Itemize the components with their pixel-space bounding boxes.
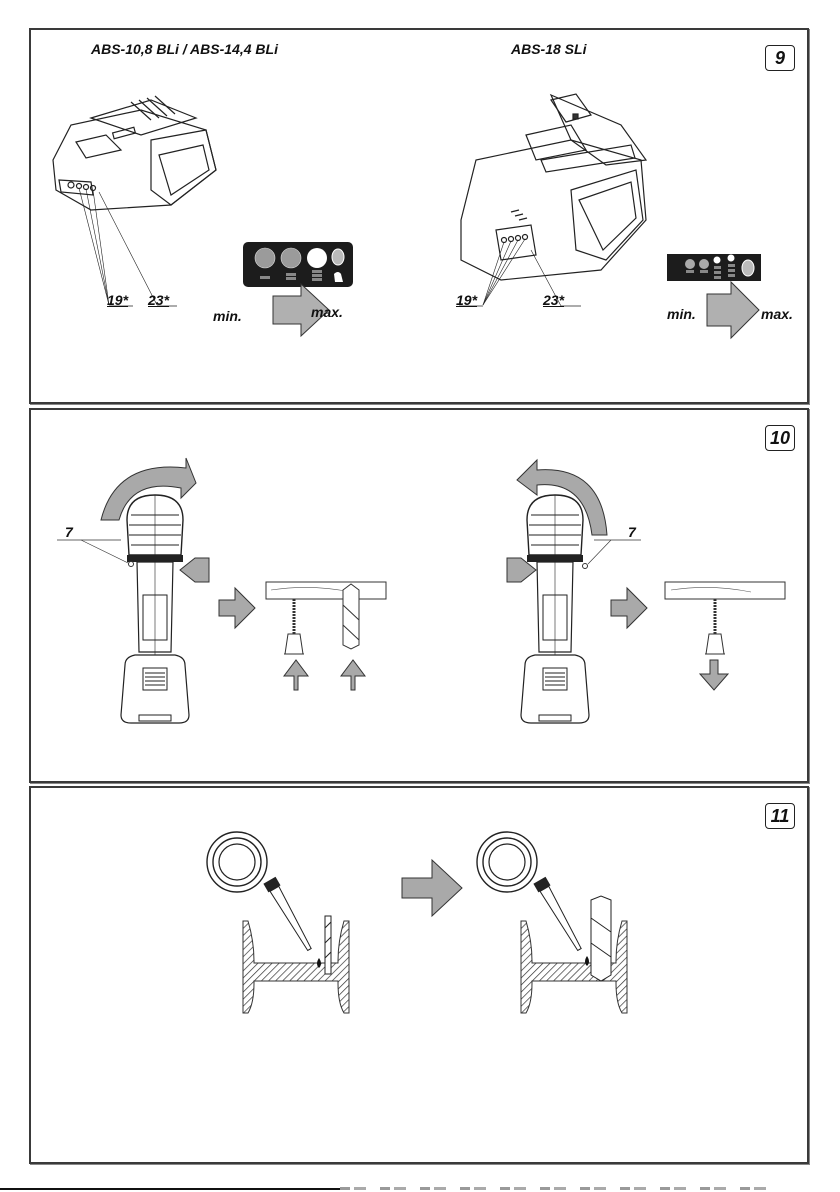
charge-indicator-panel-icon: [667, 254, 761, 281]
drill-icon: [520, 494, 590, 724]
figure-10-panel: 10: [29, 408, 809, 783]
battery-pack-icon: [459, 93, 648, 307]
wood-board-icon: [265, 581, 387, 600]
min-label-left: min.: [213, 308, 242, 324]
arrow-right-icon: [218, 586, 256, 630]
figure-number: 10: [765, 425, 795, 451]
oil-drop: [585, 956, 589, 966]
model-label-left: ABS-10,8 BLi / ABS-14,4 BLi: [91, 41, 278, 57]
footer-rule: [0, 1188, 340, 1190]
rotation-clockwise-icon: [100, 457, 197, 521]
callout-19-right: 19*: [456, 292, 478, 308]
callout-19-left: 19*: [107, 292, 129, 308]
arrow-down-icon: [698, 659, 730, 691]
callout-7-right: 7: [628, 524, 636, 540]
figure-11-panel: 11: [29, 786, 809, 1164]
figure-9-art: [52, 93, 761, 340]
drill-bit-icon: [342, 583, 360, 650]
max-label-right: max.: [761, 306, 793, 322]
max-label-left: max.: [311, 304, 343, 320]
figure-9-panel: 9 ABS-10,8 BLi / ABS-14,4 BLi ABS-18 SLi: [29, 28, 809, 404]
oil-dropper-icon: [476, 831, 587, 954]
arrow-left-icon: [179, 557, 210, 583]
footer-artifact: [340, 1187, 780, 1190]
figure-number: 9: [765, 45, 795, 71]
screw-icon: [284, 599, 304, 655]
callout-23-left: 23*: [148, 292, 170, 308]
callout-leader: [57, 539, 134, 567]
drill-bit-icon: [324, 915, 332, 975]
oil-dropper-icon: [206, 831, 317, 954]
battery-pack-icon: [52, 95, 217, 307]
arrow-right-icon: [706, 280, 760, 340]
rotation-counterclockwise-icon: [516, 458, 608, 536]
callout-23-right: 23*: [543, 292, 565, 308]
arrow-right-icon: [401, 858, 463, 918]
figure-10-art: [57, 457, 786, 724]
model-label-right: ABS-18 SLi: [511, 41, 587, 57]
figure-11-art: [206, 831, 628, 1014]
arrow-right-icon: [272, 282, 330, 338]
wood-board-icon: [664, 581, 786, 600]
min-label-right: min.: [667, 306, 696, 322]
drill-bit-icon: [590, 895, 612, 982]
oil-drop: [317, 958, 321, 968]
drill-icon: [120, 494, 190, 724]
steel-beam-icon: [242, 920, 350, 1014]
charge-indicator-panel-icon: [243, 242, 353, 287]
figure-number: 11: [765, 803, 795, 829]
callout-7-left: 7: [65, 524, 73, 540]
arrow-right-icon: [506, 557, 537, 583]
callout-leader: [582, 539, 641, 569]
arrow-up-icon: [283, 659, 309, 691]
arrow-right-icon: [610, 586, 648, 630]
arrow-up-icon: [340, 659, 366, 691]
screw-icon: [705, 599, 725, 655]
